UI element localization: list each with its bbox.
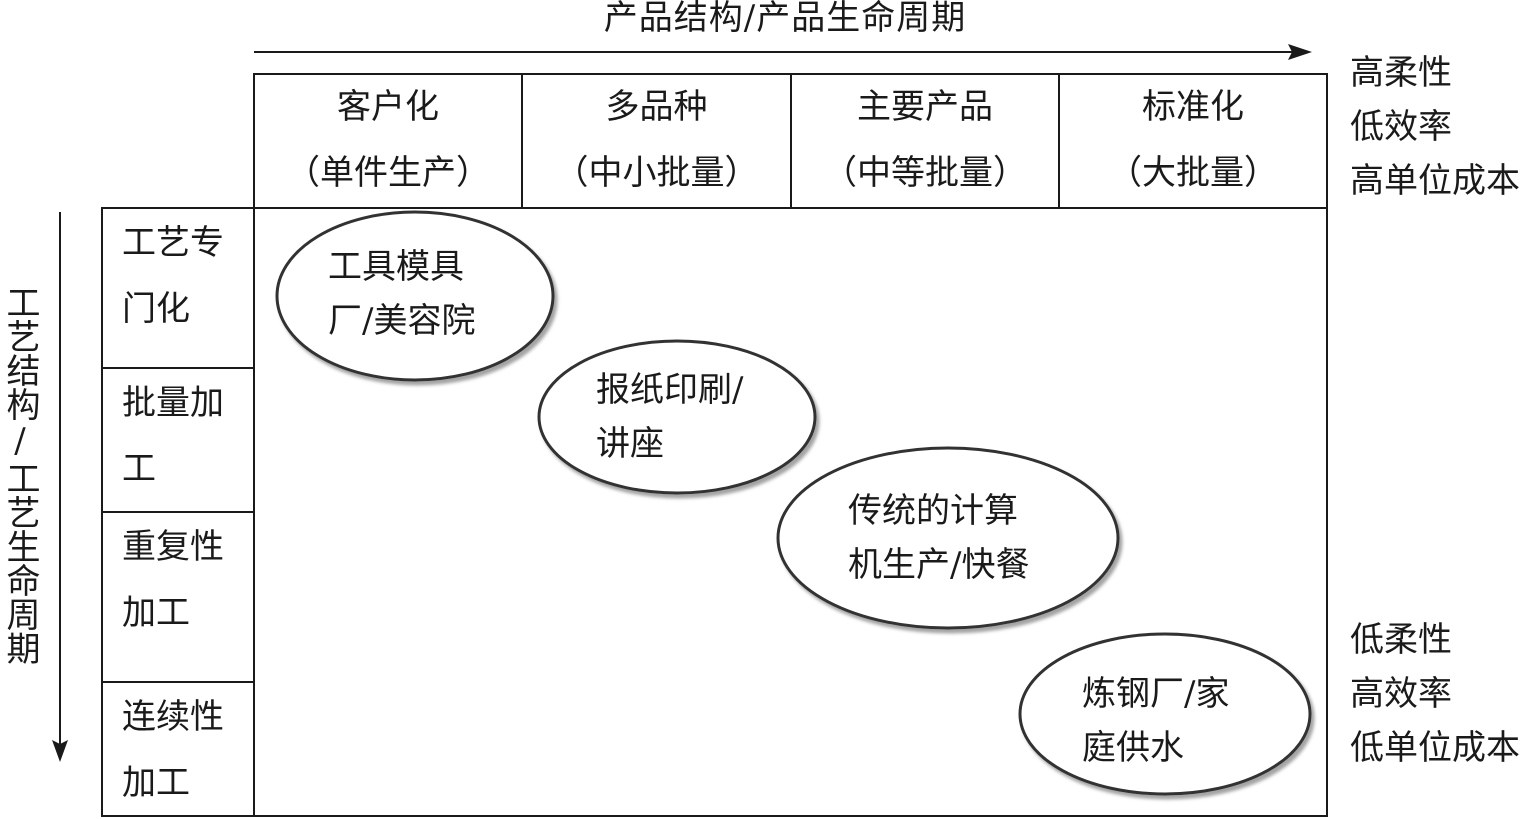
top-arrow	[254, 44, 1312, 60]
ellipse-3	[776, 446, 1120, 630]
row-header-4-line2: 加工	[122, 763, 190, 803]
ellipse-4	[1018, 632, 1312, 796]
ellipse-3-line2: 机生产/快餐	[848, 545, 1030, 585]
row-header-1-line2: 门化	[122, 289, 190, 329]
column-header-4-line2: （大批量）	[1108, 153, 1278, 193]
left-arrow	[52, 212, 68, 762]
row-header-3-line2: 加工	[122, 593, 190, 633]
row-header-1-line1: 工艺专	[122, 223, 224, 263]
top-right-line1: 高柔性	[1350, 53, 1452, 93]
column-header-2: 多品种 （中小批量）	[522, 74, 791, 208]
matrix-body	[253, 207, 1328, 817]
column-header-3-line2: （中等批量）	[823, 153, 1027, 193]
bottom-right-line3: 低单位成本	[1350, 728, 1520, 768]
row-header-2-line2: 工	[122, 449, 156, 489]
row-header-3: 重复性 加工	[102, 514, 254, 646]
top-right-line2: 低效率	[1350, 107, 1452, 147]
ellipse-4-label: 炼钢厂/家 庭供水	[1082, 667, 1229, 775]
column-header-3: 主要产品 （中等批量）	[791, 74, 1059, 208]
row-header-1: 工艺专 门化	[102, 210, 254, 342]
ellipse-2-line2: 讲座	[596, 424, 664, 464]
ellipse-1-label: 工具模具 厂/美容院	[328, 240, 475, 348]
row-header-4-line1: 连续性	[122, 697, 224, 737]
row-header-4: 连续性 加工	[102, 684, 254, 816]
column-header-2-line1: 多品种	[605, 87, 708, 127]
bottom-right-annotation: 低柔性 高效率 低单位成本	[1350, 613, 1520, 775]
row-header-2-line1: 批量加	[122, 383, 224, 423]
top-right-line3: 高单位成本	[1350, 161, 1520, 201]
ellipse-4-line1: 炼钢厂/家	[1082, 674, 1230, 714]
column-header-4: 标准化 （大批量）	[1059, 74, 1327, 208]
top-axis-title: 产品结构/产品生命周期	[603, 0, 967, 38]
row-header-3-line1: 重复性	[122, 527, 224, 567]
column-header-2-line2: （中小批量）	[554, 153, 759, 193]
column-header-1-line2: （单件生产）	[286, 153, 490, 193]
bottom-right-line1: 低柔性	[1350, 620, 1452, 660]
ellipse-1-line1: 工具模具	[328, 247, 464, 287]
row-header-2: 批量加 工	[102, 370, 254, 502]
top-right-annotation: 高柔性 低效率 高单位成本	[1350, 46, 1520, 208]
column-header-1-line1: 客户化	[337, 87, 439, 127]
ellipse-2-label: 报纸印刷/ 讲座	[596, 363, 743, 471]
ellipse-3-line1: 传统的计算	[848, 491, 1018, 531]
column-header-4-line1: 标准化	[1142, 87, 1244, 127]
column-header-3-line1: 主要产品	[857, 87, 993, 127]
ellipse-2-line1: 报纸印刷/	[596, 370, 744, 410]
ellipse-4-line2: 庭供水	[1082, 728, 1184, 768]
ellipse-2	[537, 339, 817, 495]
left-axis-title: 工艺结构/工艺生命周期	[0, 285, 40, 665]
column-header-1: 客户化 （单件生产）	[254, 74, 522, 208]
ellipse-3-label: 传统的计算 机生产/快餐	[848, 484, 1029, 592]
ellipse-1-line2: 厂/美容院	[328, 301, 476, 341]
ellipse-1	[275, 210, 555, 382]
bottom-right-line2: 高效率	[1350, 674, 1452, 714]
